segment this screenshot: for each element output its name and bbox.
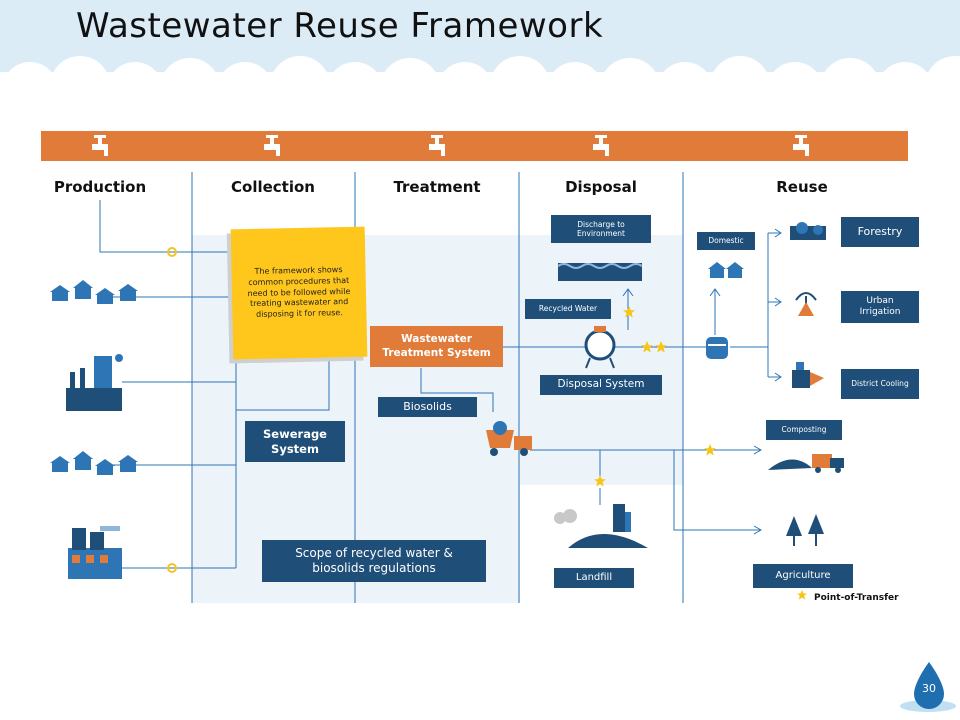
urban-irrigation-box: Urban Irrigation (841, 291, 919, 323)
cloud-banner (0, 0, 960, 72)
tank-icon (584, 326, 616, 369)
connector-lines (99, 200, 782, 569)
houses-icon (708, 262, 744, 278)
agriculture-box: Agriculture (753, 564, 853, 588)
cloud-puffs (0, 56, 960, 130)
phase-treatment: Treatment (393, 178, 481, 196)
forestry-box: Forestry (841, 217, 919, 247)
factory-icon (66, 354, 123, 411)
tap-icons (92, 135, 809, 156)
tap-icon (793, 135, 809, 156)
legend-point-of-transfer: Point-of-Transfer (814, 593, 899, 603)
composting-icon (768, 454, 844, 473)
biosolids-box: Biosolids (378, 397, 477, 417)
page-title: Wastewater Reuse Framework (76, 6, 604, 46)
truck-icon (486, 421, 532, 456)
landfill-icon (554, 504, 648, 548)
sewerage-system-box: Sewerage System (245, 421, 345, 462)
phase-collection: Collection (231, 178, 315, 196)
water-drop-icon (900, 662, 956, 712)
tank-icon (706, 337, 728, 359)
factory-icon (68, 526, 122, 579)
forestry-icon (790, 222, 826, 240)
tap-icon (429, 135, 445, 156)
phase-disposal: Disposal (565, 178, 637, 196)
trees-icon (786, 514, 824, 546)
disposal-system-box: Disposal System (540, 375, 662, 395)
treatment-system-box: Wastewater Treatment System (370, 326, 503, 367)
houses-icon (50, 451, 138, 475)
cooling-icon (792, 362, 824, 388)
tap-icon (264, 135, 280, 156)
lane-separators (191, 172, 684, 603)
star-icons (594, 306, 807, 600)
phase-reuse: Reuse (776, 178, 828, 196)
recycled-water-box: Recycled Water (525, 299, 611, 319)
tap-icon (92, 135, 108, 156)
header-bar (41, 131, 908, 161)
page-number: 30 (922, 682, 936, 695)
phase-production: Production (53, 178, 147, 196)
water-icon (557, 263, 643, 281)
landfill-box: Landfill (554, 568, 634, 588)
discharge-box: Discharge to Environment (551, 215, 651, 243)
sticky-note: The framework shows common procedures th… (230, 226, 368, 360)
district-cooling-box: District Cooling (841, 369, 919, 399)
scope-regulations-box: Scope of recycled water & biosolids regu… (262, 540, 486, 582)
recycle-icon (167, 247, 177, 573)
sprinkler-icon (795, 292, 817, 316)
houses-icon (50, 280, 138, 304)
tap-icon (593, 135, 609, 156)
composting-box: Composting (766, 420, 842, 440)
domestic-box: Domestic (697, 232, 755, 250)
